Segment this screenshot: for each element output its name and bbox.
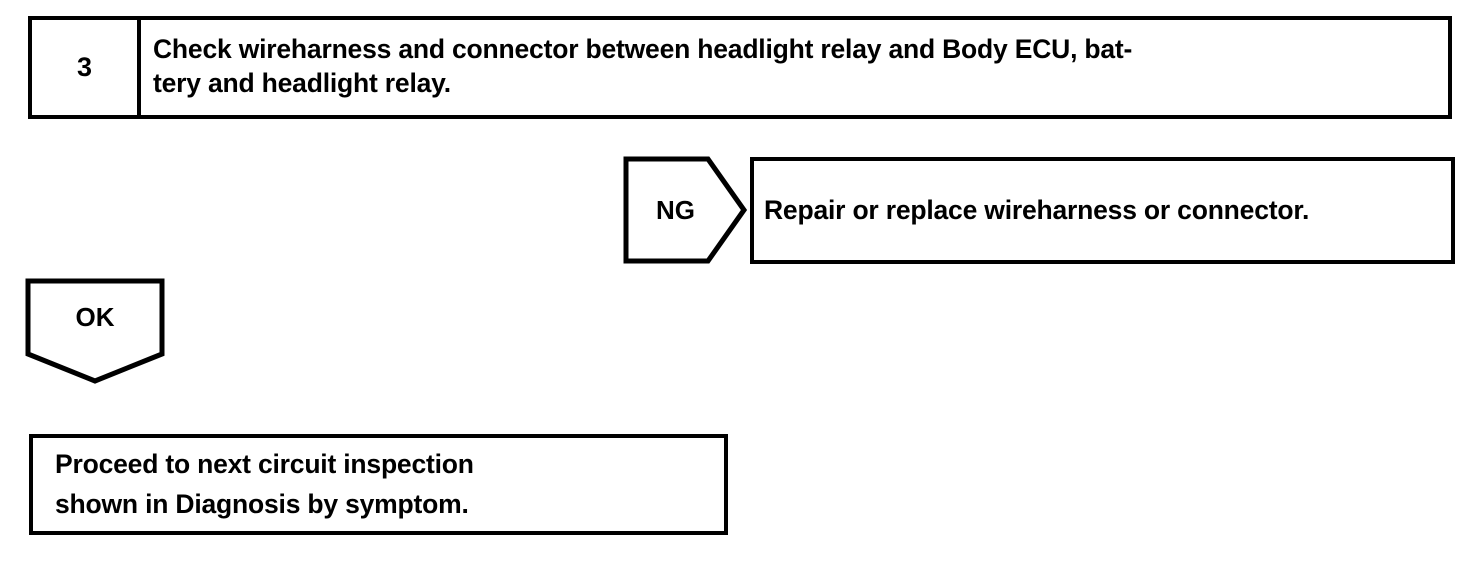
step-number-cell: 3 xyxy=(32,20,141,115)
ok-result-box: Proceed to next circuit inspection shown… xyxy=(29,434,728,535)
ok-result-text: Proceed to next circuit inspection shown… xyxy=(55,449,474,519)
ng-branch-chevron-icon xyxy=(623,156,747,264)
ng-result-box: Repair or replace wireharness or connect… xyxy=(750,157,1455,264)
ng-branch-label: NG xyxy=(656,194,695,225)
ok-branch-label: OK xyxy=(75,301,115,332)
step-number: 3 xyxy=(76,52,93,82)
step-instruction-text: Check wireharness and connector between … xyxy=(153,34,1133,98)
step-instruction-cell: Check wireharness and connector between … xyxy=(141,20,1448,115)
ok-branch-chevron-icon xyxy=(25,278,165,385)
ng-result-text: Repair or replace wireharness or connect… xyxy=(764,194,1310,225)
step-box: 3 Check wireharness and connector betwee… xyxy=(28,16,1452,119)
